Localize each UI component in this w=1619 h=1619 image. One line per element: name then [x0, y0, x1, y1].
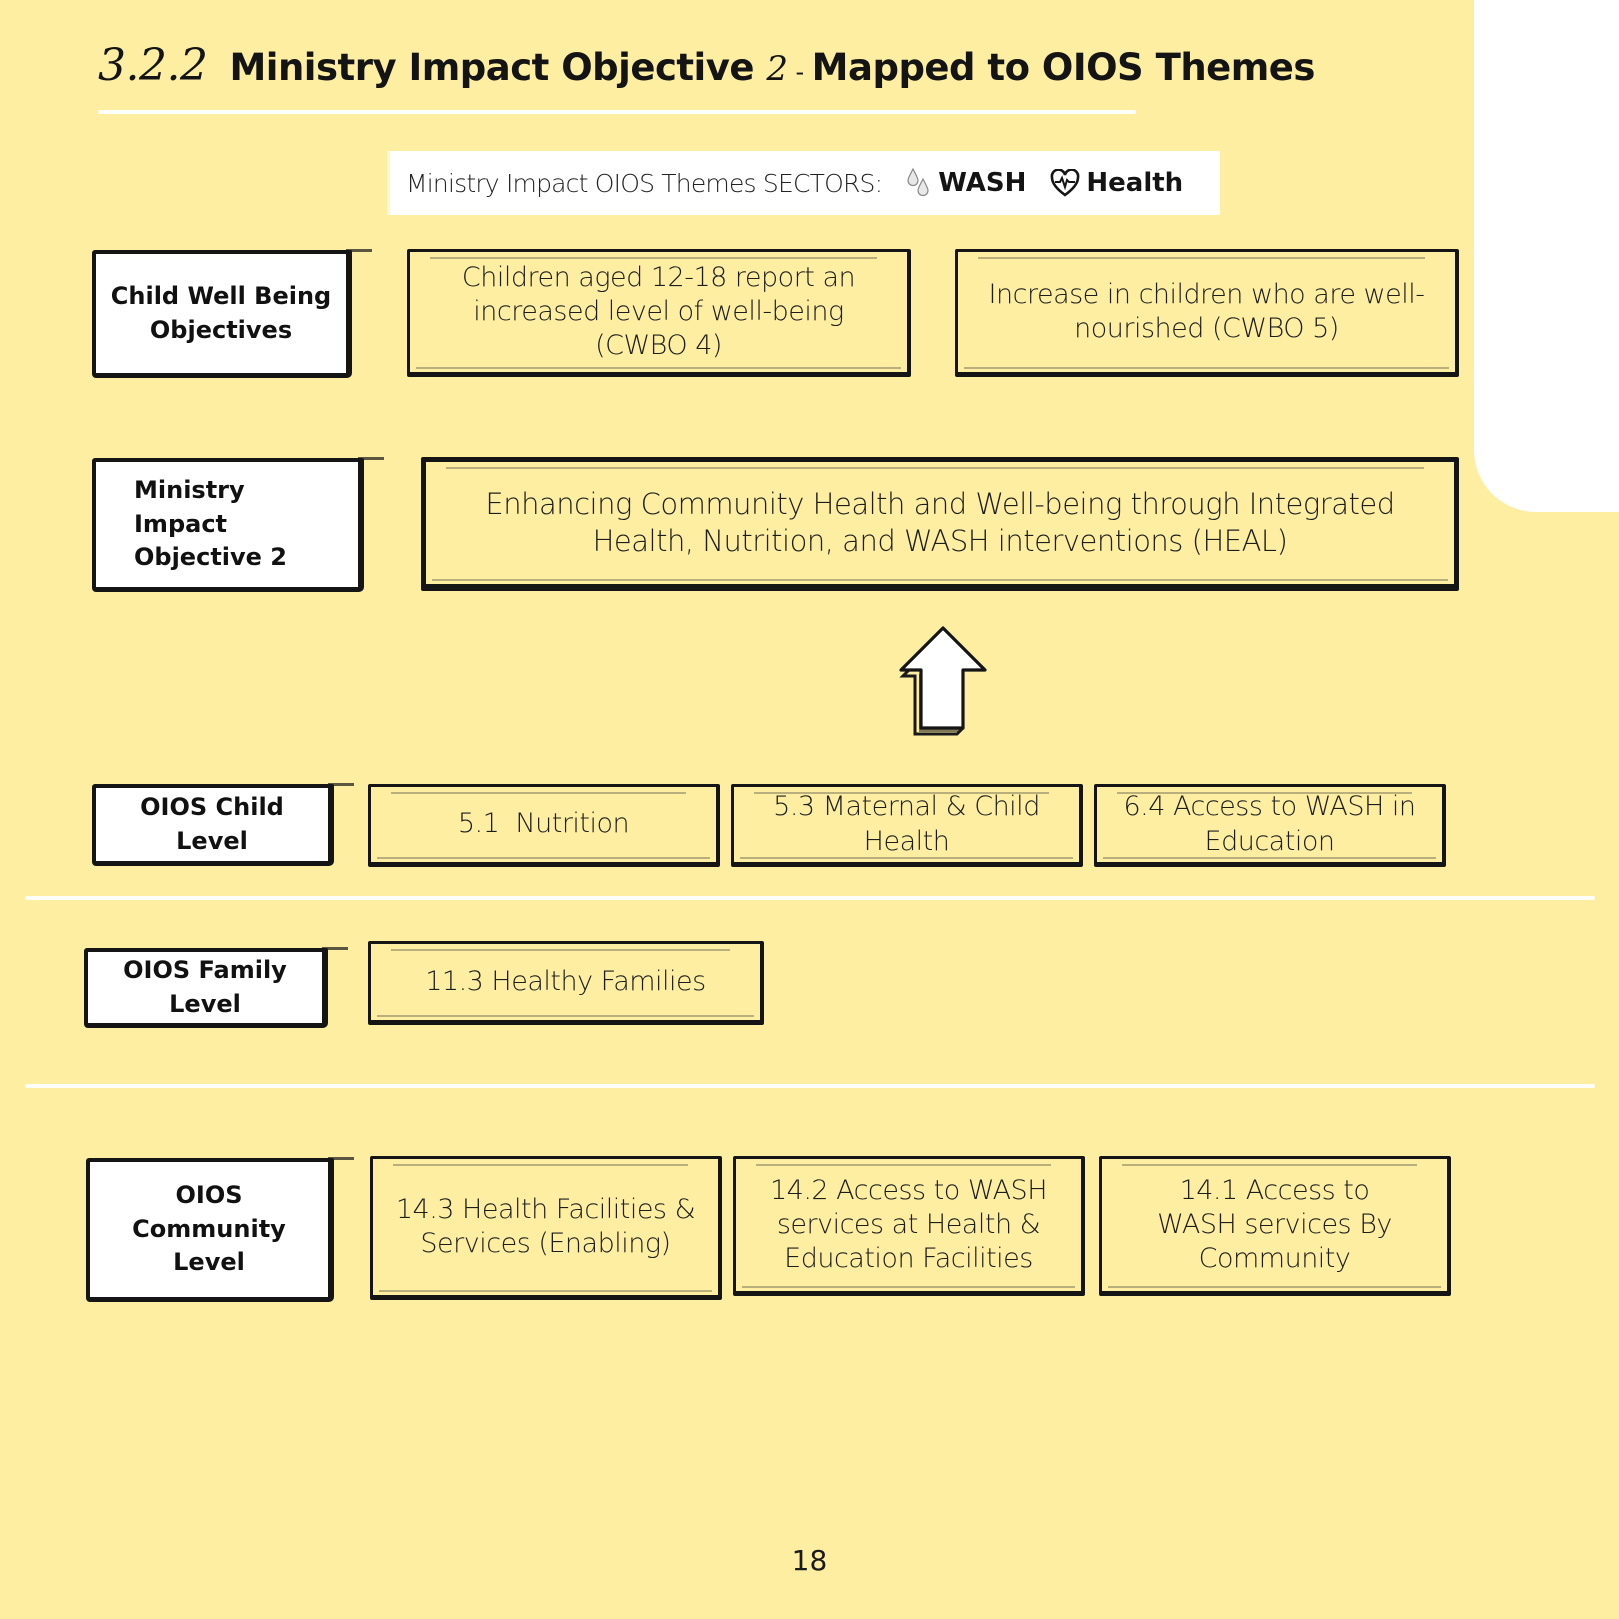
up-arrow-icon: [899, 626, 987, 736]
sector-health: Health: [1050, 168, 1183, 198]
sectors-legend: Ministry Impact OIOS Themes SECTORS: WAS…: [390, 151, 1220, 215]
theme-text: 14.3 Health Facilities & Services (Enabl…: [395, 1193, 696, 1259]
theme-14-2-wash-health-education-facilities: 14.2 Access to WASH services at Health &…: [733, 1156, 1085, 1296]
sector-wash: WASH: [906, 167, 1026, 199]
sector-wash-label: WASH: [938, 168, 1027, 198]
title-part-1: Ministry Impact Objective: [229, 46, 754, 89]
heart-pulse-icon: [1051, 169, 1080, 197]
title-underline: [98, 110, 1136, 114]
title-part-2: Mapped to OIOS Themes: [811, 46, 1316, 89]
sectors-label: Ministry Impact OIOS Themes SECTORS:: [406, 168, 883, 198]
sector-health-label: Health: [1086, 168, 1184, 198]
theme-6-4-wash-in-education: 6.4 Access to WASH in Education: [1094, 784, 1446, 867]
objective-text: Children aged 12-18 report an increased …: [461, 261, 856, 362]
label-text: OIOS Family Level: [123, 955, 287, 1018]
theme-5-3-maternal-child-health: 5.3 Maternal & Child Health: [731, 784, 1083, 867]
section-number: 3.2.2: [98, 40, 208, 91]
theme-text: 11.3 Healthy Families: [425, 965, 706, 997]
objective-text: Increase in children who are well-nouris…: [988, 278, 1425, 344]
label-child-well-being-objectives: Child Well Being Objectives: [92, 249, 372, 378]
label-text: OIOS Community Level: [132, 1181, 286, 1277]
theme-text: 6.4 Access to WASH in Education: [1123, 791, 1416, 857]
objective-text: Enhancing Community Health and Well-bein…: [485, 487, 1395, 558]
ministry-impact-objective-heal: Enhancing Community Health and Well-bein…: [421, 457, 1459, 591]
water-drops-icon: [907, 167, 929, 197]
section-divider: [25, 896, 1595, 900]
title-separator: -: [795, 58, 805, 86]
label-text: Child Well Being Objectives: [110, 281, 332, 344]
label-oios-child-level: OIOS Child Level: [92, 783, 354, 866]
label-ministry-impact-objective: Ministry Impact Objective 2: [92, 457, 384, 592]
title-number: 2: [766, 49, 788, 89]
objective-cwbo-4: Children aged 12-18 report an increased …: [407, 249, 911, 377]
page-corner-notch: [1474, 0, 1619, 512]
label-oios-community-level: OIOS Community Level: [86, 1157, 354, 1302]
theme-14-1-wash-by-community: 14.1 Access to WASH services By Communit…: [1099, 1156, 1451, 1296]
theme-text: 14.2 Access to WASH services at Health &…: [769, 1174, 1048, 1275]
label-text: OIOS Child Level: [140, 792, 284, 855]
theme-text: 5.3 Maternal & Child Health: [773, 791, 1040, 857]
theme-5-1-nutrition: 5.1 Nutrition: [368, 784, 720, 867]
section-divider: [25, 1084, 1595, 1088]
theme-11-3-healthy-families: 11.3 Healthy Families: [368, 941, 764, 1025]
objective-cwbo-5: Increase in children who are well-nouris…: [955, 249, 1459, 377]
theme-text: 14.1 Access to WASH services By Communit…: [1157, 1174, 1392, 1275]
page-title: 3.2.2 Ministry Impact Objective 2-Mapped …: [98, 40, 1315, 91]
theme-text: 5.1 Nutrition: [457, 808, 630, 840]
label-oios-family-level: OIOS Family Level: [84, 947, 348, 1028]
theme-14-3-health-facilities: 14.3 Health Facilities & Services (Enabl…: [370, 1156, 722, 1300]
page-number: 18: [791, 1544, 828, 1577]
label-text: Ministry Impact Objective 2: [134, 476, 287, 572]
